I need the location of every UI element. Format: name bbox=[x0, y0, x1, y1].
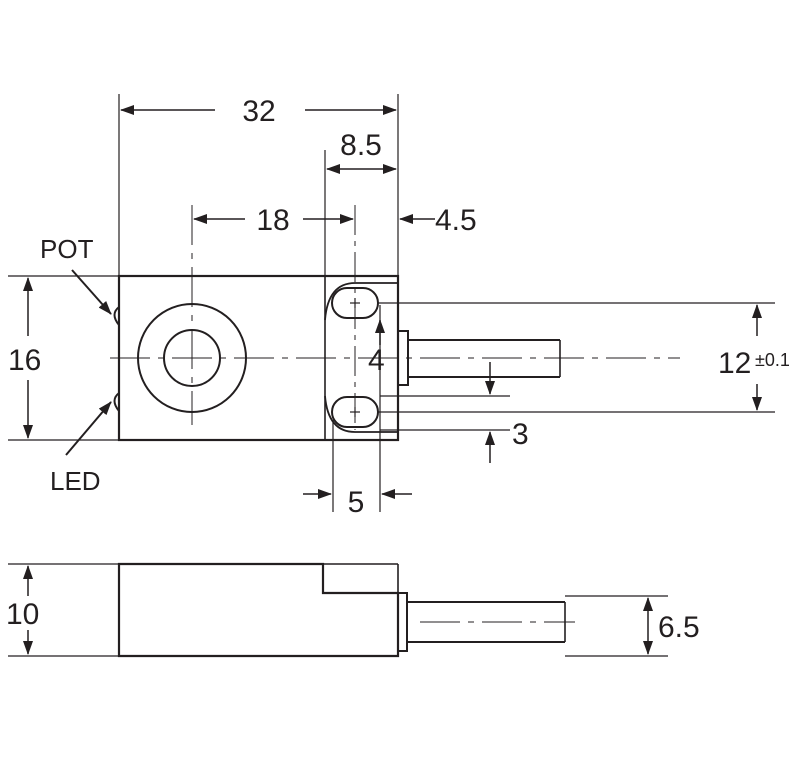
cable-gland bbox=[397, 330, 409, 386]
dim-hole-spacing-value: 12 bbox=[718, 347, 751, 380]
dim-hole-spacing-tolerance: ±0.1 bbox=[755, 350, 790, 370]
dim-height-value: 16 bbox=[8, 344, 41, 377]
lower-mounting-slot bbox=[324, 395, 398, 433]
dim-slot-width-value: 8.5 bbox=[340, 129, 382, 162]
side-view: 10 6.5 bbox=[6, 562, 700, 658]
pot-label: POT bbox=[40, 234, 94, 264]
led-leader bbox=[65, 401, 112, 456]
dim-length-value: 32 bbox=[242, 95, 275, 128]
dim-cable-gap-value: 3 bbox=[512, 418, 529, 451]
dim-cable-diameter-value: 6.5 bbox=[658, 611, 700, 644]
side-body-outline bbox=[117, 562, 400, 658]
top-view: POT LED 32 8.5 18 4.5 16 12 ±0.1 bbox=[8, 94, 790, 519]
dim-center-to-hole-value: 18 bbox=[256, 204, 289, 237]
side-cable-gland bbox=[397, 592, 408, 652]
upper-mounting-slot bbox=[324, 282, 398, 321]
pot-indicator-icon bbox=[113, 306, 120, 326]
led-label: LED bbox=[50, 466, 101, 496]
dim-slot-depth-value: 4 bbox=[368, 344, 385, 377]
led-indicator-icon bbox=[113, 392, 120, 412]
pot-leader bbox=[71, 269, 112, 315]
dim-hole-offset-value: 4.5 bbox=[435, 204, 477, 237]
dim-thickness-value: 10 bbox=[6, 598, 39, 631]
dim-hole-pitch-value: 5 bbox=[348, 486, 365, 519]
